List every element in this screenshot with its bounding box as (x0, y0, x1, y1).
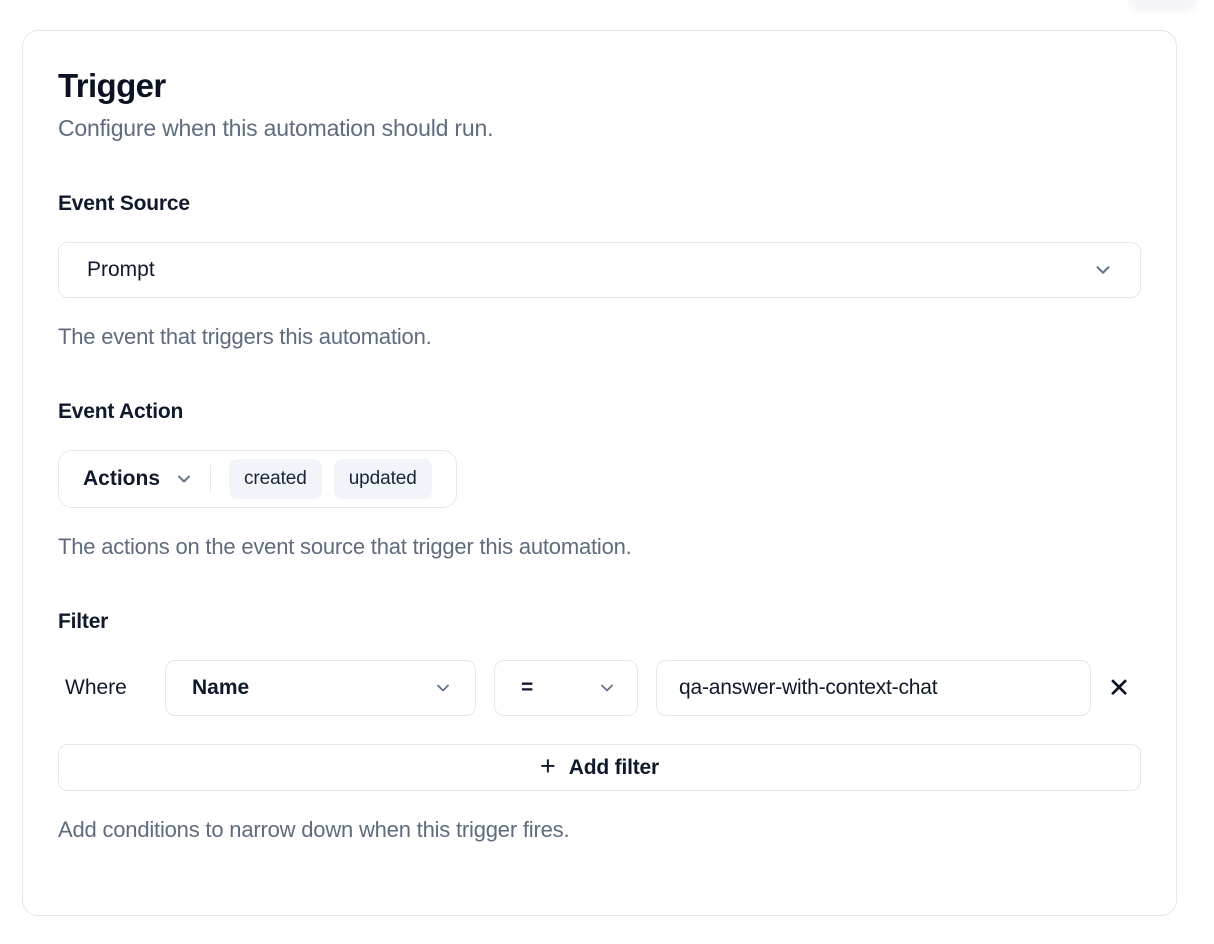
action-chip-updated: updated (333, 459, 432, 499)
action-chip-created: created (229, 459, 322, 499)
chevron-down-icon (174, 469, 194, 489)
filter-label: Filter (58, 610, 109, 633)
divider (210, 465, 212, 493)
event-source-section: Event Source Prompt The event that trigg… (58, 192, 1141, 350)
add-filter-label: Add filter (568, 755, 659, 779)
filter-row: Where Name = ✕ (58, 660, 1141, 716)
trigger-card: Trigger Configure when this automation s… (22, 30, 1177, 916)
filter-operator-selected-value: = (521, 676, 534, 699)
where-label: Where (65, 676, 127, 699)
filter-operator-select[interactable]: = (494, 660, 638, 716)
chevron-down-icon (433, 678, 453, 698)
page-title: Trigger (58, 67, 166, 104)
cutoff-element-fragment (1128, 0, 1198, 12)
event-action-label: Event Action (58, 400, 184, 423)
page-subtitle: Configure when this automation should ru… (58, 115, 494, 141)
event-action-section: Event Action Actions created updated The… (58, 400, 1141, 560)
event-action-helper: The actions on the event source that tri… (58, 534, 632, 559)
event-source-label: Event Source (58, 192, 190, 215)
chevron-down-icon (597, 678, 617, 698)
close-icon: ✕ (1107, 672, 1131, 703)
event-source-helper: The event that triggers this automation. (58, 324, 432, 349)
event-action-select[interactable]: Actions created updated (58, 450, 457, 508)
chevron-down-icon (1092, 259, 1114, 281)
filter-value-input[interactable] (656, 660, 1091, 716)
filter-helper: Add conditions to narrow down when this … (58, 817, 570, 842)
add-filter-button[interactable]: + Add filter (58, 744, 1141, 791)
remove-filter-button[interactable]: ✕ (1097, 666, 1141, 710)
filter-section: Filter Where Name = ✕ (58, 610, 1141, 843)
event-source-selected-value: Prompt (87, 258, 155, 281)
event-source-select[interactable]: Prompt (58, 242, 1141, 298)
filter-field-select[interactable]: Name (165, 660, 476, 716)
event-action-selected-value: Actions (83, 467, 161, 490)
plus-icon: + (540, 751, 556, 781)
filter-field-selected-value: Name (192, 676, 250, 699)
